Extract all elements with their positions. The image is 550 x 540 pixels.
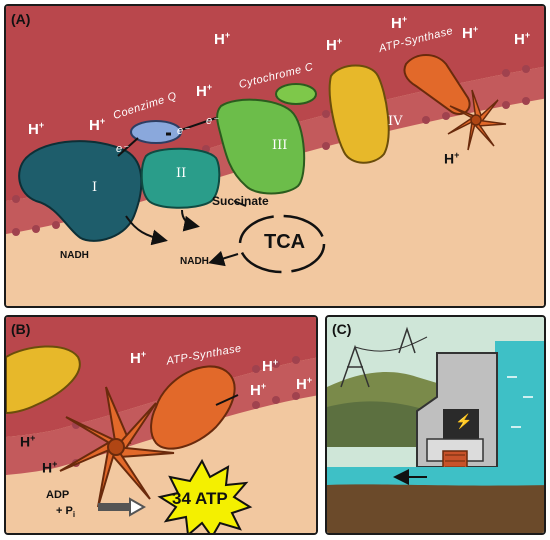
- h-plus-a1: H+: [28, 120, 45, 138]
- atp-synthase-stalk-b: [150, 365, 236, 450]
- h-plus-b4: H+: [296, 375, 313, 393]
- h-plus-a5: H+: [326, 36, 343, 54]
- adp-label: ADP: [46, 489, 70, 501]
- panel-b-label: (B): [11, 321, 31, 337]
- pi-label: + Pi: [56, 505, 76, 520]
- h-plus-a3: H+: [196, 82, 213, 100]
- complex-iv: [328, 64, 390, 164]
- electron-label-3: e⁻: [206, 115, 218, 127]
- h-plus-a6: H+: [391, 14, 408, 32]
- complex-iv-label: IV: [388, 114, 403, 129]
- complex-i-label: I: [92, 180, 98, 195]
- h-plus-b6: H+: [42, 459, 58, 476]
- succinate-label: Succinate: [212, 194, 269, 208]
- panel-c: (C) ⚡: [325, 315, 546, 535]
- complex-ii-label: II: [176, 166, 187, 181]
- nadh-label-1: NADH: [60, 250, 89, 261]
- panel-b-illustration: [6, 317, 316, 533]
- atp-synthase-rotor: [447, 89, 507, 151]
- atp-yield-label: 34 ATP: [172, 489, 228, 508]
- panel-c-illustration: [327, 317, 544, 533]
- electron-label-1: e⁻: [116, 143, 128, 155]
- atp-synthase-rotor-b: [59, 386, 175, 508]
- h-plus-a7: H+: [462, 24, 479, 42]
- complex-iii: [216, 98, 306, 195]
- h-plus-a9: H+: [444, 150, 460, 167]
- nadh-label-2: NADH: [180, 256, 209, 267]
- complex-iii-label: III: [272, 138, 288, 153]
- h-plus-a2: H+: [89, 116, 106, 134]
- panel-a-illustration: [6, 6, 544, 306]
- power-pylon-top: [398, 326, 416, 354]
- panel-b: (B) H+ H+ H+ H+ H+ H+ ATP-Synthase ADP +…: [4, 315, 318, 535]
- coenzyme-q: [130, 120, 182, 144]
- complex-ii: [140, 147, 221, 209]
- power-house: [443, 409, 479, 439]
- panel-c-label: (C): [332, 321, 352, 337]
- panel-a: (A) H+ H+ H+ H+ H+ H+ H+ H+ H+ Coenzime …: [4, 4, 546, 308]
- h-plus-b1: H+: [130, 349, 147, 367]
- h-plus-a8: H+: [514, 30, 531, 48]
- atp-synthase-stalk: [403, 54, 471, 116]
- h-plus-b2: H+: [262, 357, 279, 375]
- h-plus-a4: H+: [214, 30, 231, 48]
- complex-i: [18, 140, 143, 242]
- tca-label: TCA: [264, 231, 306, 253]
- ground: [327, 484, 544, 533]
- tca-cycle-ring: [238, 214, 326, 274]
- h-plus-b3: H+: [250, 381, 267, 399]
- electron-label-2: e⁻: [177, 125, 189, 137]
- h-plus-b5: H+: [20, 433, 36, 450]
- lightning-bolt-icon: ⚡: [455, 413, 473, 429]
- cytochrome-c: [275, 83, 317, 105]
- atp-burst: [157, 458, 253, 533]
- complex-iv-b: [6, 345, 81, 415]
- panel-a-label: (A): [11, 11, 31, 27]
